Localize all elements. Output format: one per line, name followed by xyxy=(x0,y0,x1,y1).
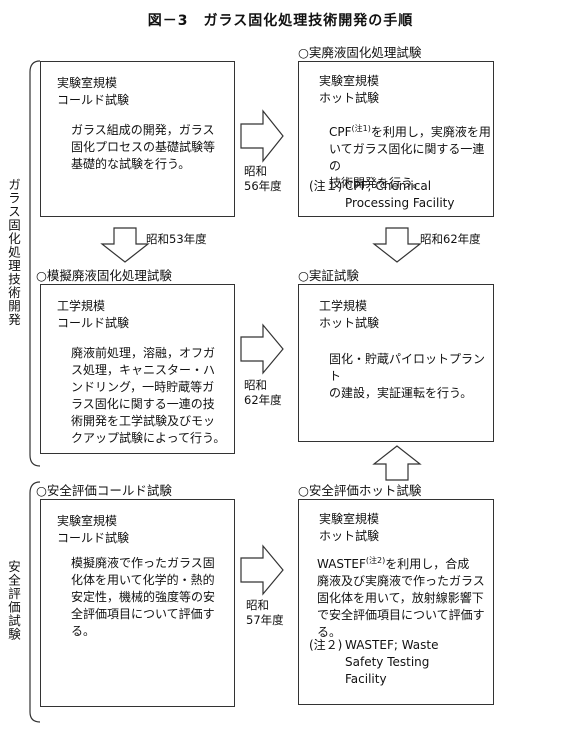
arrow-cold-to-hot xyxy=(240,109,284,163)
test-type-label: コールド試験 xyxy=(57,531,130,545)
test-type-label: コールド試験 xyxy=(57,316,130,330)
section-title-real-waste: ○実廃液固化処理試験 xyxy=(298,45,422,60)
section-title-safety-cold: ○安全評価コールド試験 xyxy=(36,483,172,498)
section-title-simulated-waste: ○模擬廃液固化処理試験 xyxy=(36,268,172,283)
footnote-wastef-text: WASTEF; Waste Safety Testing Facility xyxy=(345,638,439,686)
section-title-safety-hot: ○安全評価ホット試験 xyxy=(298,483,422,498)
section-title-demonstration: ○実証試験 xyxy=(298,268,359,283)
scale-label: 実験室規模 xyxy=(57,514,118,528)
box-hot-lab: 実験室規模 ホット試験 CPF(注1)を利用し，実廃液を用 いてガラス固化に関す… xyxy=(298,61,494,217)
box-description: ガラス組成の開発，ガラス 固化プロセスの基礎試験等 基礎的な試験を行う。 xyxy=(71,123,216,171)
box-description: 模擬廃液で作ったガラス固 化体を用いて化学的・熱的 安定性，機械的強度等の安 全… xyxy=(71,556,216,638)
year-label-s62-top: 昭和62年度 xyxy=(420,232,481,246)
scale-label: 実験室規模 xyxy=(319,512,380,526)
box-description: 固化・貯蔵パイロットプラント の建設，実証運転を行う。 xyxy=(329,352,486,400)
box-safety-cold: 実験室規模 コールド試験 模擬廃液で作ったガラス固 化体を用いて化学的・熱的 安… xyxy=(40,499,235,707)
test-type-label: ホット試験 xyxy=(319,91,380,105)
footnote-wastef: (注２) xyxy=(309,638,343,652)
side-label-safety: 安全評価試験 xyxy=(6,560,21,641)
box-description: CPF(注1)を利用し，実廃液を用 いてガラス固化に関する一連の 技術開発を行う… xyxy=(329,124,491,190)
test-type-label: ホット試験 xyxy=(319,529,380,543)
scale-label: 実験室規模 xyxy=(319,74,380,88)
box-safety-hot: 実験室規模 ホット試験 WASTEF(注2)を利用し，合成 廃液及び実廃液で作っ… xyxy=(298,499,494,705)
scale-label: 工学規模 xyxy=(319,299,368,313)
arrow-cold-to-mock xyxy=(100,227,150,263)
lower-group-bracket xyxy=(29,481,41,723)
year-label-s53: 昭和53年度 xyxy=(146,232,207,246)
test-type-label: ホット試験 xyxy=(319,316,380,330)
arrow-safety-cold-to-hot xyxy=(240,544,284,596)
footnote-cpf-text: CPF; Chemical Processing Facility xyxy=(345,179,455,210)
scale-label: 工学規模 xyxy=(57,299,106,313)
box-cold-lab: 実験室規模 コールド試験 ガラス組成の開発，ガラス 固化プロセスの基礎試験等 基… xyxy=(40,61,235,217)
figure-title: 図－3 ガラス固化処理技術開発の手順 xyxy=(147,13,414,29)
arrow-safety-hot-to-demo xyxy=(372,445,422,481)
box-simulated-waste: 工学規模 コールド試験 廃液前処理，溶融，オフガ ス処理，キャニスター・ハ ンド… xyxy=(40,284,235,454)
box-description: 廃液前処理，溶融，オフガ ス処理，キャニスター・ハ ンドリング，一時貯蔵等ガ ラ… xyxy=(71,346,226,445)
box-demonstration: 工学規模 ホット試験 固化・貯蔵パイロットプラント の建設，実証運転を行う。 xyxy=(298,284,494,442)
box-description: WASTEF(注2)を利用し，合成 廃液及び実廃液で作ったガラス 固化体を用いて… xyxy=(317,556,485,639)
test-type-label: コールド試験 xyxy=(57,93,130,107)
upper-group-bracket xyxy=(29,60,41,467)
arrow-hot-to-demo xyxy=(372,227,422,263)
side-label-development: ガラス固化処理技術開発 xyxy=(6,178,21,327)
footnote-cpf: (注１) xyxy=(309,179,343,193)
arrow-mock-to-demo xyxy=(240,323,284,375)
scale-label: 実験室規模 xyxy=(57,76,118,90)
